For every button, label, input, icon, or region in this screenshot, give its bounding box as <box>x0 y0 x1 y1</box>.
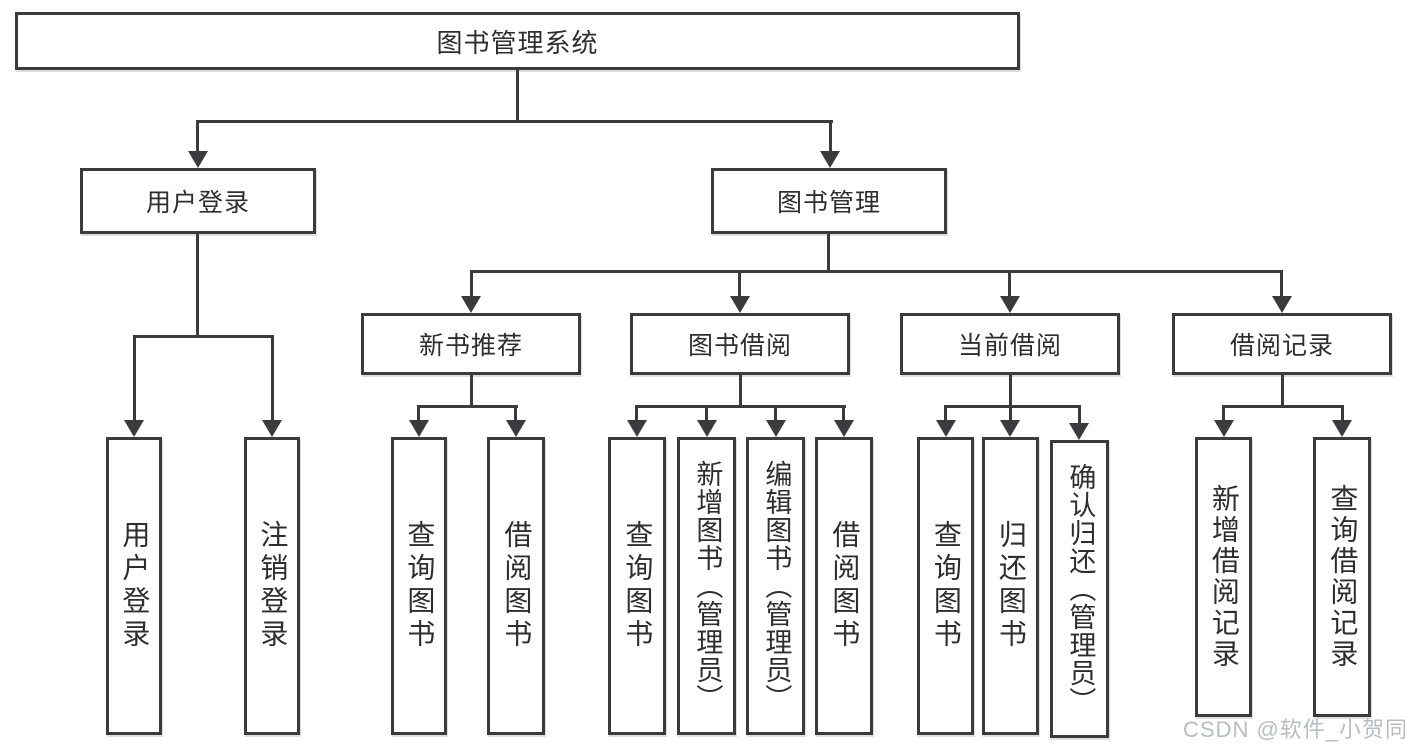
connector-arrowhead <box>1332 420 1352 437</box>
leaf-logout-label: 注销登录 <box>257 520 289 652</box>
connector-line <box>470 375 473 405</box>
connector-line <box>196 120 199 151</box>
connector-arrowhead <box>1000 296 1020 313</box>
connector-line <box>636 405 846 408</box>
connector-arrowhead <box>766 420 786 437</box>
connector-line <box>1009 375 1012 405</box>
leaf-return-book: 归还图书 <box>982 437 1039 735</box>
node-book-borrowing: 图书借阅 <box>630 313 850 375</box>
connector-line <box>271 335 274 420</box>
leaf-add-book-admin: 新增图书（管理员） <box>677 437 736 735</box>
connector-arrowhead <box>262 420 282 437</box>
connector-line <box>514 405 517 420</box>
leaf-return-book-label: 归还图书 <box>995 520 1027 652</box>
connector-arrowhead <box>1214 420 1234 437</box>
connector-arrowhead <box>1272 296 1292 313</box>
leaf-query-books-recommend: 查询图书 <box>391 437 447 735</box>
connector-arrowhead <box>697 420 717 437</box>
leaf-user-login-label: 用户登录 <box>119 520 151 652</box>
connector-line <box>774 405 777 420</box>
leaf-borrow-books-recommend-label: 借阅图书 <box>501 520 533 652</box>
connector-line <box>827 234 830 270</box>
leaf-borrow-books-recommend: 借阅图书 <box>487 437 545 735</box>
connector-line <box>516 70 519 120</box>
leaf-confirm-return-admin-label: 确认归还（管理员） <box>1065 463 1096 715</box>
leaf-confirm-return-admin: 确认归还（管理员） <box>1050 440 1109 738</box>
leaf-query-books-borrowing-label: 查询图书 <box>622 520 654 652</box>
connector-line <box>635 405 638 420</box>
connector-line <box>1222 405 1225 420</box>
leaf-add-borrow-record: 新增借阅记录 <box>1195 437 1252 717</box>
connector-line <box>1280 270 1283 296</box>
node-borrowing-records-label: 借阅记录 <box>1229 332 1334 360</box>
connector-line <box>842 405 845 420</box>
connector-arrowhead <box>124 420 144 437</box>
leaf-edit-book-admin: 编辑图书（管理员） <box>746 437 805 735</box>
leaf-query-books-recommend-label: 查询图书 <box>404 520 436 652</box>
connector-arrowhead <box>627 420 647 437</box>
connector-arrowhead <box>1069 423 1089 440</box>
connector-line <box>944 405 947 420</box>
leaf-borrow-books-borrowing: 借阅图书 <box>815 437 873 735</box>
node-new-book-recommendation-label: 新书推荐 <box>418 332 523 360</box>
connector-line <box>829 120 832 151</box>
connector-line <box>417 405 420 420</box>
connector-line <box>418 405 518 408</box>
leaf-logout: 注销登录 <box>244 437 300 735</box>
node-borrowing-records: 借阅记录 <box>1172 313 1392 375</box>
connector-arrowhead <box>506 420 526 437</box>
connector-line <box>738 270 741 296</box>
leaf-add-book-admin-label: 新增图书（管理员） <box>692 460 723 712</box>
connector-line <box>1008 270 1011 296</box>
node-user-login-label: 用户登录 <box>145 189 250 217</box>
leaf-edit-book-admin-label: 编辑图书（管理员） <box>761 460 792 712</box>
leaf-query-books-current-label: 查询图书 <box>930 520 962 652</box>
connector-line <box>196 234 199 335</box>
connector-line <box>944 405 1081 408</box>
connector-line <box>196 120 833 123</box>
leaf-query-books-current: 查询图书 <box>917 437 974 735</box>
leaf-query-books-borrowing: 查询图书 <box>608 437 666 735</box>
leaf-user-login: 用户登录 <box>106 437 162 735</box>
node-book-management-label: 图书管理 <box>776 189 881 217</box>
connector-arrowhead <box>936 420 956 437</box>
connector-line <box>705 405 708 420</box>
node-book-management: 图书管理 <box>711 168 947 234</box>
node-current-borrowing: 当前借阅 <box>900 313 1120 375</box>
connector-line <box>1341 405 1344 420</box>
connector-arrowhead <box>834 420 854 437</box>
connector-arrowhead <box>820 151 840 168</box>
node-book-borrowing-label: 图书借阅 <box>687 332 792 360</box>
connector-line <box>470 270 1283 273</box>
connector-arrowhead <box>1000 420 1020 437</box>
connector-arrowhead <box>409 420 429 437</box>
connector-arrowhead <box>188 151 208 168</box>
leaf-borrow-books-borrowing-label: 借阅图书 <box>829 520 861 652</box>
connector-line <box>1281 375 1284 405</box>
connector-arrowhead <box>461 296 481 313</box>
root-node-label: 图书管理系统 <box>436 27 599 58</box>
connector-line <box>133 335 136 420</box>
csdn-watermark: CSDN @软件_小贺同学 <box>1183 717 1405 742</box>
connector-line <box>739 375 742 405</box>
connector-line <box>1009 405 1012 420</box>
node-new-book-recommendation: 新书推荐 <box>361 313 581 375</box>
connector-line <box>470 270 473 296</box>
connector-arrowhead <box>730 296 750 313</box>
leaf-query-borrow-record: 查询借阅记录 <box>1313 437 1371 717</box>
leaf-add-borrow-record-label: 新增借阅记录 <box>1208 484 1240 670</box>
connector-line <box>1222 405 1344 408</box>
connector-line <box>133 335 274 338</box>
node-current-borrowing-label: 当前借阅 <box>957 332 1062 360</box>
leaf-query-borrow-record-label: 查询借阅记录 <box>1327 484 1359 670</box>
root-node: 图书管理系统 <box>15 12 1020 70</box>
connector-line <box>1078 405 1081 423</box>
node-user-login: 用户登录 <box>80 168 316 234</box>
